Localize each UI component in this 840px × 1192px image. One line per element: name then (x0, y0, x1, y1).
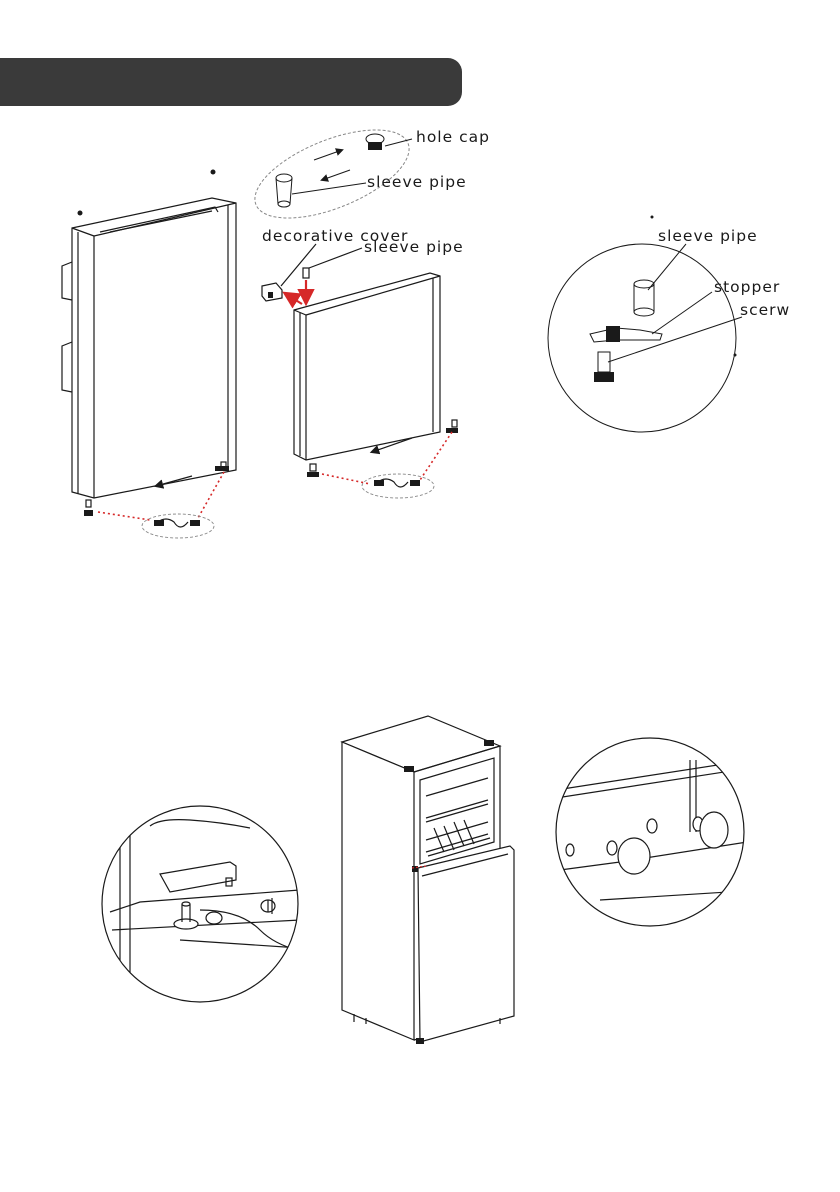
label-sleeve-pipe-top: sleeve pipe (367, 175, 467, 191)
refrigerator-drawing (342, 716, 514, 1044)
label-hole-cap: hole cap (416, 130, 490, 146)
label-scerw: scerw (740, 303, 790, 319)
hinge-zoom-left (102, 806, 320, 1010)
left-door-drawing (62, 170, 236, 517)
label-sleeve-pipe-right: sleeve pipe (658, 229, 758, 245)
hole-cap-zoom-right (556, 738, 760, 926)
label-sleeve-pipe-mid: sleeve pipe (364, 240, 464, 256)
label-stopper: stopper (714, 280, 780, 296)
stopper-detail (548, 216, 742, 432)
middle-red-arrows (286, 280, 306, 304)
middle-door-drawing (262, 244, 458, 477)
